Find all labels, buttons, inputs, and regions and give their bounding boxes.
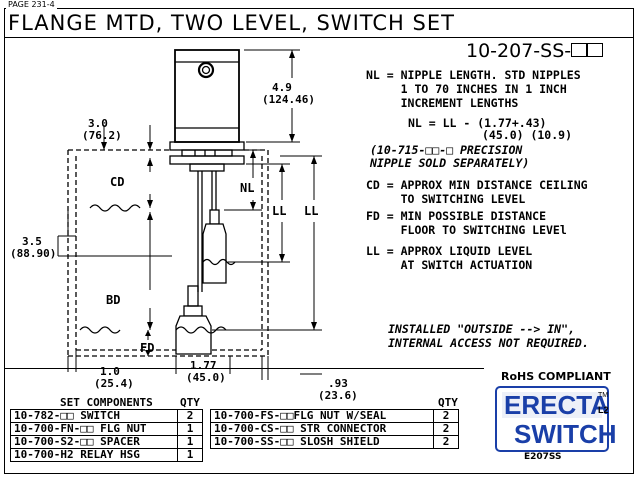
part-number-box-1: [571, 43, 588, 57]
note-nl-2: 1 TO 70 INCHES IN 1 INCH: [366, 82, 567, 96]
note-ll-2: AT SWITCH ACTUATION: [366, 258, 533, 272]
bom-part: 10-700-S2-□□ SPACER: [10, 435, 178, 449]
dim-0-93: .93: [328, 377, 348, 390]
bom-header-components: SET COMPONENTS: [60, 396, 153, 409]
dim-4-9-mm: (124.46): [262, 93, 315, 106]
bom-qty: 1: [177, 448, 203, 462]
bom-part: 10-700-SS-□□ SLOSH SHIELD: [210, 435, 434, 449]
note-formula: NL = LL - (1.77+.43): [408, 116, 547, 130]
bom-part: 10-700-FS-□□FLG NUT W/SEAL: [210, 409, 434, 423]
note-installed-1: INSTALLED "OUTSIDE --> IN",: [388, 322, 575, 336]
bom-qty: 1: [177, 422, 203, 436]
part-number-text: 10-207-SS-: [466, 40, 572, 62]
flange-nut-top: [169, 141, 245, 151]
upper-switch-stem: [209, 209, 220, 225]
note-precision-1: (10-715-□□-□ PRECISION: [370, 143, 523, 157]
bom-qty: 2: [433, 435, 459, 449]
bom-qty: 1: [177, 435, 203, 449]
ceiling-level-wave: [89, 204, 141, 212]
drawing-title: FLANGE MTD, TWO LEVEL, SWITCH SET: [8, 11, 455, 35]
dim-ll-outer: LL: [304, 204, 319, 218]
drawing-frame: [4, 8, 634, 474]
note-formula-mm: (45.0) (10.9): [482, 128, 573, 142]
page-tag: PAGE 231-4: [6, 0, 57, 9]
dim-3-5: 3.5: [22, 235, 42, 248]
erecta-switch-logo: ERECTA SWITCH TM L2: [495, 386, 617, 452]
logo-code: E207SS: [524, 452, 562, 462]
note-fd-1: FD = MIN POSSIBLE DISTANCE: [366, 209, 547, 223]
lower-switch-collar: [183, 305, 203, 317]
logo-text-switch: SWITCH: [514, 419, 617, 449]
upper-level-wave: [202, 258, 236, 266]
tank-wall: [67, 149, 269, 357]
bom-part: 10-700-H2 RELAY HSG: [10, 448, 178, 462]
bom-header-qty: QTY: [180, 396, 200, 409]
relay-housing-port: [197, 61, 215, 79]
part-number-box-2: [587, 43, 604, 57]
note-precision-2: NIPPLE SOLD SEPARATELY): [370, 156, 530, 170]
bom-part: 10-700-CS-□□ STR CONNECTOR: [210, 422, 434, 436]
dim-3-0-mm: (76.2): [82, 129, 122, 142]
floor-level-wave-left: [79, 326, 121, 334]
note-ll-1: LL = APPROX LIQUID LEVEL: [366, 244, 533, 258]
bom-part: 10-782-□□ SWITCH: [10, 409, 178, 423]
flange-nut-bottom: [169, 155, 245, 165]
dim-nl: NL: [240, 181, 255, 195]
bom-header-qty2: QTY: [438, 396, 458, 409]
dim-bd: BD: [106, 293, 121, 307]
bom-qty: 2: [433, 422, 459, 436]
logo-text-erecta: ERECTA: [504, 390, 609, 420]
dim-4-9: 4.9: [272, 81, 292, 94]
note-nl-3: INCREMENT LENGTHS: [366, 96, 519, 110]
part-number: 10-207-SS-: [466, 40, 604, 62]
dim-1-0-mm: (25.4): [94, 377, 134, 390]
lower-switch-float: [175, 315, 212, 355]
flange-seal: [189, 163, 225, 172]
bom-part: 10-700-FN-□□ FLG NUT: [10, 422, 178, 436]
bom-qty: 2: [177, 409, 203, 423]
title-rule: [4, 37, 634, 38]
dim-fd: FD: [140, 341, 155, 355]
dim-3-0: 3.0: [88, 117, 108, 130]
note-cd-2: TO SWITCHING LEVEL: [366, 192, 526, 206]
dim-cd: CD: [110, 175, 125, 189]
logo-l2: L2: [598, 405, 609, 415]
floor-level-wave-right: [175, 326, 227, 334]
lower-switch-stem: [187, 285, 199, 307]
note-nl-1: NL = NIPPLE LENGTH. STD NIPPLES: [366, 68, 581, 82]
dim-3-5-mm: (88.90): [10, 247, 57, 260]
note-fd-2: FLOOR TO SWITCHING LEVEl: [366, 223, 567, 237]
rohs-label: RoHS COMPLIANT: [501, 370, 611, 383]
logo-tm: TM: [598, 392, 608, 399]
upper-switch-float: [202, 223, 227, 284]
dim-ll-inner: LL: [272, 204, 287, 218]
bom-rule: [4, 368, 484, 369]
dim-0-93-mm: (23.6): [318, 389, 358, 402]
note-installed-2: INTERNAL ACCESS NOT REQUIRED.: [388, 336, 589, 350]
note-cd-1: CD = APPROX MIN DISTANCE CEILING: [366, 178, 588, 192]
relay-housing-port-inner: [201, 65, 211, 75]
bom-qty: 2: [433, 409, 459, 423]
dim-1-77-mm: (45.0): [186, 371, 226, 384]
flange-spacer: [181, 149, 233, 157]
